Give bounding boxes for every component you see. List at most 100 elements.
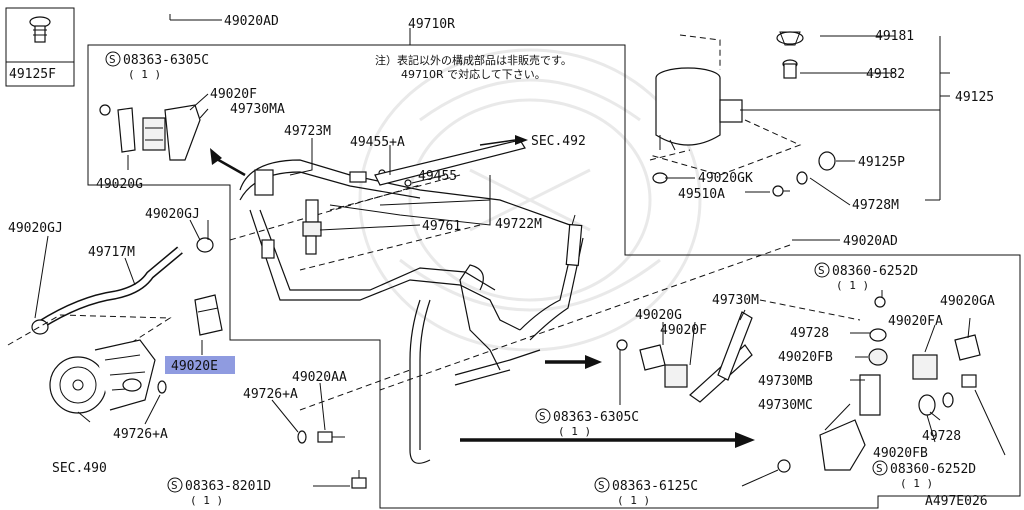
label-49020AA[interactable]: 49020AA xyxy=(292,370,347,385)
label-49020GA[interactable]: 49020GA xyxy=(940,294,995,309)
labels: 49125F 49020AD 49710R 注）表記以外の構成部品は非販売です。… xyxy=(8,14,995,509)
label-49125[interactable]: 49125 xyxy=(955,90,994,105)
label-08360-6252D-bot[interactable]: 08360-6252D xyxy=(890,462,976,477)
dashed-leaders xyxy=(7,34,861,411)
label-08363-6305C-top[interactable]: 08363-6305C xyxy=(123,53,209,68)
label-49510A[interactable]: 49510A xyxy=(678,187,725,202)
filter-49182-icon xyxy=(782,59,798,79)
watermark-emblem xyxy=(358,48,702,352)
s-mark-2: S xyxy=(818,264,825,277)
qty-1-c: ( 1 ) xyxy=(558,425,591,438)
s-mark-1: S xyxy=(109,53,116,66)
diagram-code: A497E026 xyxy=(925,494,988,509)
label-49728-b[interactable]: 49728 xyxy=(922,429,961,444)
s-mark-4: S xyxy=(876,462,883,475)
label-49020G-mid[interactable]: 49020G xyxy=(635,308,682,323)
clip-49020GA-icon xyxy=(954,334,981,361)
highlight-49020E xyxy=(165,356,235,374)
washer-49726A-top-icon xyxy=(297,430,307,444)
label-49730MC[interactable]: 49730MC xyxy=(758,398,813,413)
bracket-49020G-top-icon xyxy=(99,104,136,153)
label-49181[interactable]: 49181 xyxy=(875,29,914,44)
label-49728M[interactable]: 49728M xyxy=(852,198,899,213)
label-49730M[interactable]: 49730M xyxy=(712,293,759,308)
qty-1-b: ( 1 ) xyxy=(836,279,869,292)
label-49020FB-a[interactable]: 49020FB xyxy=(778,350,833,365)
reservoir-tank-icon xyxy=(655,67,743,151)
connector-49455-icon xyxy=(349,139,526,187)
bracket-49020G-mid-icon xyxy=(616,339,666,371)
label-49730MB[interactable]: 49730MB xyxy=(758,374,813,389)
label-49020GJ-left[interactable]: 49020GJ xyxy=(8,221,63,236)
label-49020E[interactable]: 49020E xyxy=(171,359,218,374)
grommet-49020FB-icon xyxy=(918,394,936,416)
clip-49020GK-icon xyxy=(652,172,668,184)
bracket-49730M-icon xyxy=(689,311,753,403)
main-assembly-frame xyxy=(87,44,1021,509)
label-08363-6305C-mid[interactable]: 08363-6305C xyxy=(553,410,639,425)
label-49125F[interactable]: 49125F xyxy=(9,67,56,82)
s-mark-5: S xyxy=(171,479,178,492)
label-49182[interactable]: 49182 xyxy=(866,67,905,82)
bracket-49730MC-icon xyxy=(777,419,866,473)
label-49455[interactable]: 49455 xyxy=(418,169,457,184)
sensor-49761-icon xyxy=(302,199,322,255)
label-49710R[interactable]: 49710R xyxy=(408,17,455,32)
label-SEC490[interactable]: SEC.490 xyxy=(52,461,107,476)
label-49020F-top[interactable]: 49020F xyxy=(210,87,257,102)
bolt-49510A-icon xyxy=(772,185,790,197)
label-49020AD-right[interactable]: 49020AD xyxy=(843,234,898,249)
label-49726A-bot[interactable]: 49726+A xyxy=(113,427,168,442)
note-line-2: 49710R で対応して下さい。 xyxy=(401,67,546,81)
label-49020GK[interactable]: 49020GK xyxy=(698,171,753,186)
power-steering-pump-icon xyxy=(49,339,156,414)
washer-49726A-icon xyxy=(157,380,167,394)
label-49020FB-b[interactable]: 49020FB xyxy=(873,446,928,461)
label-SEC492[interactable]: SEC.492 xyxy=(531,134,586,149)
hose-clamp-left xyxy=(31,319,49,335)
label-08360-6252D-top[interactable]: 08360-6252D xyxy=(832,264,918,279)
s-mark-6: S xyxy=(598,479,605,492)
inset-box-49125F xyxy=(5,7,75,87)
label-49020FA[interactable]: 49020FA xyxy=(888,314,943,329)
hose-clamp-49020GJ xyxy=(196,237,214,253)
bracket-49730MB-icon xyxy=(859,296,888,416)
qty-1-f: ( 1 ) xyxy=(617,494,650,507)
washer-49728M-icon xyxy=(796,171,808,185)
label-49020AD-top[interactable]: 49020AD xyxy=(224,14,279,29)
clip-49125F-icon xyxy=(29,16,51,43)
label-08363-8201D[interactable]: 08363-8201D xyxy=(185,479,271,494)
leader-lines xyxy=(34,14,1006,487)
label-49726A-top[interactable]: 49726+A xyxy=(243,387,298,402)
qty-1-d: ( 1 ) xyxy=(900,477,933,490)
label-49722M[interactable]: 49722M xyxy=(495,217,542,232)
label-49455A[interactable]: 49455+A xyxy=(350,135,405,150)
clamp-49020FA-icon xyxy=(912,354,938,380)
label-49717M[interactable]: 49717M xyxy=(88,245,135,260)
reservoir-cap-49181-icon xyxy=(776,31,804,46)
s-mark-3: S xyxy=(539,410,546,423)
label-08363-6125C[interactable]: 08363-6125C xyxy=(612,479,698,494)
qty-1-a: ( 1 ) xyxy=(128,68,161,81)
hose-bundle xyxy=(239,159,584,464)
bolt-08363-8201D-icon xyxy=(351,470,367,489)
label-49728-a[interactable]: 49728 xyxy=(790,326,829,341)
washer-49728-icon xyxy=(942,392,954,408)
clamp-49020F-mid-icon xyxy=(664,364,688,388)
bolt-49020AA-icon xyxy=(317,431,345,443)
qty-1-e: ( 1 ) xyxy=(190,494,223,507)
direction-arrows xyxy=(210,135,755,448)
label-49723M[interactable]: 49723M xyxy=(284,124,331,139)
label-49761[interactable]: 49761 xyxy=(422,219,461,234)
note-line-1: 注）表記以外の構成部品は非販売です。 xyxy=(375,53,572,67)
label-49730MA[interactable]: 49730MA xyxy=(230,102,285,117)
label-49020GJ-mid[interactable]: 49020GJ xyxy=(145,207,200,222)
label-49020F-mid[interactable]: 49020F xyxy=(660,323,707,338)
bracket-49730MA-icon xyxy=(142,104,201,161)
label-49125P[interactable]: 49125P xyxy=(858,155,905,170)
bracket-49020E-icon xyxy=(194,294,223,336)
grommet-49125P-icon xyxy=(818,151,836,171)
label-49020G-top[interactable]: 49020G xyxy=(96,177,143,192)
